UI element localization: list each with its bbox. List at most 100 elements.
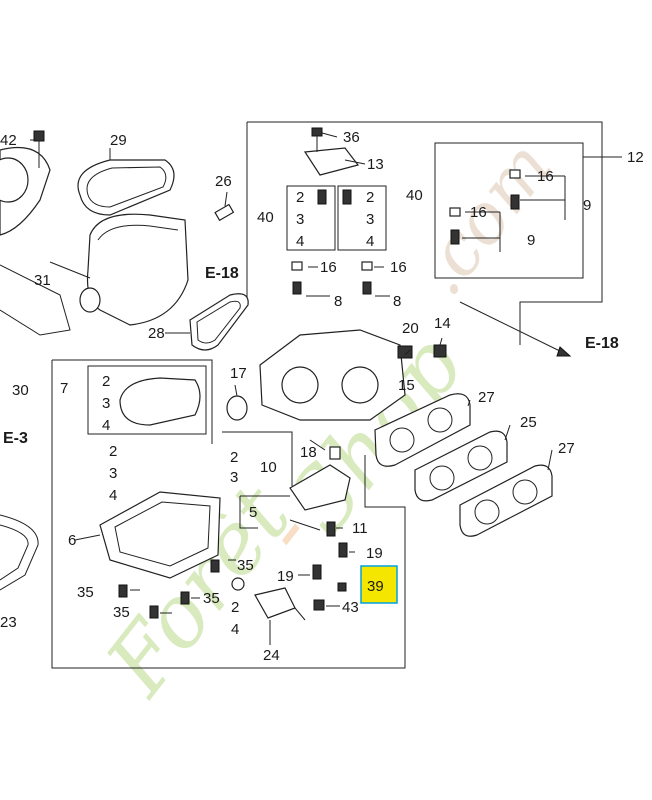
arrow-e18: [556, 346, 572, 357]
label-14: 14: [434, 315, 451, 332]
label-8b: 8: [393, 293, 401, 310]
label-2a: 2: [296, 189, 304, 206]
label-23: 23: [0, 614, 17, 631]
part-cap-16c: [509, 169, 521, 179]
label-8a: 8: [334, 293, 342, 310]
label-25: 25: [520, 414, 537, 431]
label-5: 5: [249, 504, 257, 521]
frame-group-12: [434, 142, 584, 279]
label-18: 18: [300, 444, 317, 461]
part-float-5: [289, 464, 351, 511]
label-9a: 9: [583, 197, 591, 214]
label-27b: 27: [558, 440, 575, 457]
label-39: 39: [367, 578, 384, 595]
label-27a: 27: [478, 389, 495, 406]
part-screw-8b: [362, 281, 372, 295]
label-4a: 4: [296, 233, 304, 250]
label-10: 10: [260, 459, 277, 476]
label-4d: 4: [109, 487, 117, 504]
label-e3: E-3: [3, 430, 28, 447]
frame-group-5: [239, 496, 258, 529]
label-4b: 4: [366, 233, 374, 250]
label-19b: 19: [277, 568, 294, 585]
part-43: [313, 599, 325, 611]
label-20: 20: [402, 320, 419, 337]
label-2b: 2: [366, 189, 374, 206]
part-screw-11: [326, 521, 336, 537]
label-36: 36: [343, 129, 360, 146]
part-screw-36: [311, 127, 323, 137]
frame-group-10: [222, 431, 293, 486]
part-pin-26: [214, 203, 235, 222]
part-cap-16b: [361, 261, 373, 271]
label-2d: 2: [109, 443, 117, 460]
frame-bottom-top: [52, 359, 213, 444]
label-2e: 2: [230, 449, 238, 466]
label-31: 31: [34, 272, 51, 289]
frame-top: [247, 121, 603, 345]
part-screw-35a: [118, 584, 128, 598]
label-2c: 2: [102, 373, 110, 390]
label-12: 12: [627, 149, 644, 166]
highlight-part-39: [360, 565, 398, 604]
label-15: 15: [398, 377, 415, 394]
part-washer-2f: [231, 577, 245, 591]
label-3b: 3: [366, 211, 374, 228]
label-28: 28: [148, 325, 165, 342]
frame-group-7: [87, 365, 207, 435]
label-29: 29: [110, 132, 127, 149]
label-3c: 3: [102, 395, 110, 412]
label-42: 42: [0, 132, 17, 149]
label-6: 6: [68, 532, 76, 549]
part-gasket-7: [119, 377, 201, 426]
part-gasket-27a: [374, 393, 471, 467]
label-e18b: E-18: [585, 335, 619, 352]
part-screw-8a: [292, 281, 302, 295]
part-39: [337, 582, 347, 592]
part-gasket-25: [414, 430, 508, 502]
part-elbow-31-port: [79, 287, 101, 313]
label-30: 30: [12, 382, 29, 399]
part-float-bowl-6-inner: [114, 501, 211, 567]
label-26: 26: [215, 173, 232, 190]
part-jet-40b: [342, 189, 352, 205]
part-screw-9b: [450, 229, 460, 245]
part-gasket-29-inner: [86, 166, 167, 208]
label-3e: 3: [230, 469, 238, 486]
part-left-bracket: [0, 264, 71, 336]
part-cap-16d: [449, 207, 461, 217]
part-solenoid-24-wire: [294, 607, 306, 621]
part-bracket-13: [303, 147, 360, 176]
label-16a: 16: [537, 168, 554, 185]
label-13: 13: [367, 156, 384, 173]
label-40a: 40: [257, 209, 274, 226]
part-gasket-29: [77, 159, 175, 216]
part-screw-19b: [312, 564, 322, 580]
part-15: [397, 345, 413, 359]
label-35c: 35: [203, 590, 220, 607]
leader-e18: [459, 301, 571, 357]
part-housing-ring: [0, 157, 29, 203]
part-18: [329, 446, 341, 460]
label-4f: 4: [231, 621, 239, 638]
part-carb-bore-a: [281, 366, 319, 404]
label-43: 43: [342, 599, 359, 616]
part-gasket-27b: [459, 464, 553, 537]
part-cap-16a: [291, 261, 303, 271]
frame-group-40b: [337, 185, 387, 251]
part-screw-9a: [510, 194, 520, 210]
part-screw-35c: [180, 591, 190, 605]
part-screw-19a: [338, 542, 348, 558]
part-carb-bore-b: [341, 366, 379, 404]
label-11: 11: [352, 520, 368, 537]
labels: 42 29 36 13 12 26 40 40 16 16 9 9 2 3 4 …: [0, 129, 644, 664]
part-carburetor-body: [259, 329, 406, 421]
label-17: 17: [230, 365, 247, 382]
label-e18a: E-18: [205, 265, 239, 282]
label-4c: 4: [102, 417, 110, 434]
part-solenoid-24: [254, 587, 296, 619]
part-jet-40a: [317, 189, 327, 205]
label-7: 7: [60, 380, 68, 397]
label-35b: 35: [113, 604, 130, 621]
